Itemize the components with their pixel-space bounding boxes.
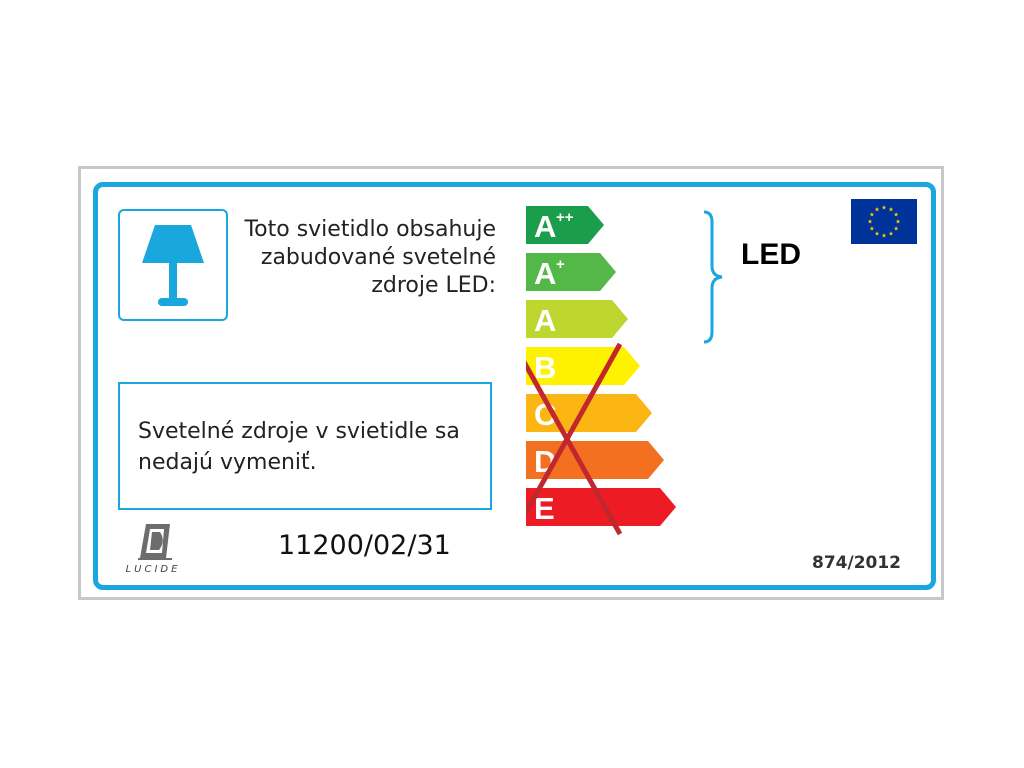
energy-class-arrow: B — [526, 347, 640, 385]
energy-class-arrow: A++ — [526, 206, 604, 244]
energy-class-arrow: A+ — [526, 253, 616, 291]
label-inner-frame — [93, 182, 936, 590]
included-lamp-type: LED — [741, 238, 801, 271]
lucide-logo: LUCIDE — [112, 520, 194, 582]
energy-class-superscript: + — [556, 256, 565, 273]
reference-number: 11200/02/31 — [278, 530, 451, 561]
lamp-icon-box — [118, 209, 228, 321]
eu-star-icon — [893, 212, 899, 217]
table-lamp-icon — [142, 225, 204, 306]
eu-flag-icon — [851, 199, 917, 244]
eu-star-icon — [881, 205, 887, 210]
eu-star-icon — [895, 219, 901, 224]
eu-star-icon — [893, 226, 899, 231]
eu-star-icon — [867, 219, 873, 224]
eu-star-icon — [874, 231, 880, 236]
energy-class-letter: A — [534, 303, 556, 338]
eu-star-icon — [874, 206, 880, 212]
non-replaceable-text: Svetelné zdroje v svietidle sa nedajú vy… — [138, 419, 460, 475]
eu-star-icon — [869, 212, 875, 217]
regulation-number: 874/2012 — [812, 553, 902, 573]
eu-star-icon — [888, 206, 894, 212]
lucide-wordmark: LUCIDE — [125, 564, 181, 575]
energy-class-bar — [526, 206, 604, 244]
energy-class-letter: B — [534, 350, 556, 385]
lucide-logo-mark — [138, 524, 172, 560]
energy-class-bar — [526, 300, 628, 338]
eu-star-icon — [869, 226, 875, 231]
energy-class-letter: A — [534, 209, 556, 244]
energy-class-letter: A — [534, 256, 556, 291]
energy-class-bar — [526, 488, 676, 526]
energy-class-letter: E — [534, 491, 555, 526]
contains-light-sources-text: Toto svietidlo obsahuje zabudované svete… — [244, 217, 496, 298]
energy-class-arrow: A — [526, 300, 628, 338]
bracket-brace — [703, 210, 723, 344]
energy-class-arrow: E — [526, 488, 676, 526]
eu-star-icon — [881, 233, 887, 238]
non-replaceable-box: Svetelné zdroje v svietidle sa nedajú vy… — [118, 382, 492, 510]
incompatible-classes-cross — [526, 342, 623, 536]
energy-class-superscript: ++ — [556, 209, 574, 226]
eu-star-icon — [888, 231, 894, 236]
energy-class-bar — [526, 253, 616, 291]
